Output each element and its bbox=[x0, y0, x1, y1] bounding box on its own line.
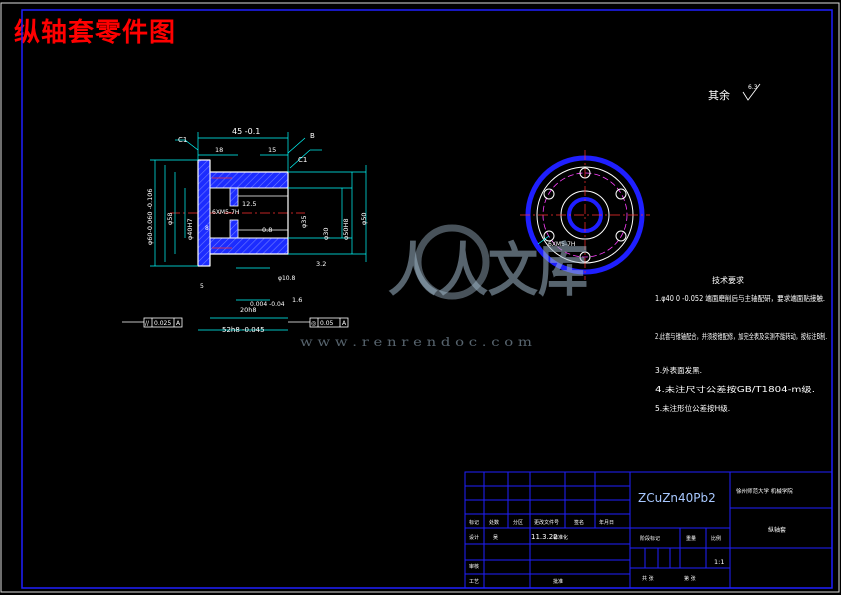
roughness-symbol bbox=[742, 83, 761, 101]
tech-item-5: 5.未注形位公差按H级. bbox=[655, 403, 730, 413]
label-zone: 分区 bbox=[513, 519, 523, 526]
tol-left-val: 0.025 bbox=[154, 320, 171, 327]
ra-2: 0.8 bbox=[262, 226, 272, 234]
tol-right-sym: ◎ bbox=[311, 320, 316, 327]
inner-frame bbox=[21, 9, 833, 589]
chamfer-label-1: C1 bbox=[178, 136, 187, 144]
dim-d1: φ60-0.060 -0.106 bbox=[146, 188, 154, 245]
tol-left-sym: // bbox=[145, 320, 150, 327]
label-weight: 重量 bbox=[686, 535, 696, 542]
tol-right-val: 0.05 bbox=[320, 320, 334, 327]
tolerance-frame-left: // 0.025 A bbox=[122, 317, 183, 328]
dim-d6: φ35 bbox=[300, 215, 308, 228]
label-sheet-no: 第 张 bbox=[684, 575, 696, 582]
label-count: 处数 bbox=[489, 519, 499, 526]
note-s: 0.004 -0.04 bbox=[250, 301, 285, 308]
note-d: φ10.8 bbox=[278, 275, 296, 282]
dim-d3: φ50 bbox=[360, 212, 368, 225]
dim-d2: φ58 bbox=[166, 212, 174, 225]
dim-15: 15 bbox=[268, 146, 276, 154]
dim-8: 8 bbox=[205, 225, 209, 232]
watermark: 人人文库 w w w . r e n r e n d o c . c o m bbox=[300, 224, 588, 349]
label-approve: 批准 bbox=[553, 578, 563, 585]
label-standardize: 标准化 bbox=[553, 534, 568, 541]
end-view: 6XM5-7H bbox=[520, 150, 650, 280]
tech-heading: 技术要求 bbox=[712, 275, 744, 285]
watermark-cn: 人人文库 bbox=[388, 236, 588, 304]
label-sheet-total: 共 张 bbox=[642, 575, 654, 582]
dimension-lines bbox=[150, 132, 367, 331]
end-view-thread-label: 6XM5-7H bbox=[548, 241, 575, 248]
title-block-scale: 1:1 bbox=[714, 558, 724, 566]
section-view bbox=[170, 159, 305, 267]
section-label-b: B bbox=[310, 132, 315, 140]
tech-item-2: 2.此套与锥轴配合，并须按锥配修，加完全表及实测不能转动，按标注B制. bbox=[655, 331, 827, 341]
dim-d5: φ40H7 bbox=[186, 218, 194, 240]
label-process: 工艺 bbox=[469, 579, 479, 585]
label-review: 审核 bbox=[469, 563, 479, 570]
label-mark: 标记 bbox=[469, 519, 479, 526]
ra-3: 3.2 bbox=[316, 260, 326, 268]
title-block-material: ZCuZn40Pb2 bbox=[638, 491, 716, 505]
dim-thread: 6XM5-7H bbox=[212, 209, 239, 216]
title-block bbox=[464, 471, 833, 589]
dim-18: 18 bbox=[215, 146, 223, 154]
drawing-title: 纵轴套零件图 bbox=[14, 18, 177, 48]
dim-52: 52h8 -0.045 bbox=[222, 326, 265, 334]
tolerance-frame-right: ◎ 0.05 A bbox=[288, 317, 349, 328]
dim-5: 5 bbox=[200, 283, 204, 290]
tol-left-ref: A bbox=[176, 320, 181, 327]
label-change-doc: 更改文件号 bbox=[534, 519, 559, 526]
label-design: 设计 bbox=[469, 534, 479, 541]
title-block-school: 徐州师范大学 机械学院 bbox=[736, 487, 793, 495]
ra-1: 12.5 bbox=[242, 200, 256, 208]
tech-item-3: 3.外表面发黑. bbox=[655, 365, 702, 375]
tol-right-ref: A bbox=[342, 320, 347, 327]
tech-item-4: 4.未注尺寸公差按GB/T1804-m级. bbox=[655, 384, 815, 394]
title-block-part-name: 纵轴套 bbox=[768, 526, 786, 534]
ra-4: 1.6 bbox=[292, 296, 302, 304]
chamfer-label-2: C1 bbox=[298, 156, 307, 164]
surface-note-label: 其余 bbox=[708, 88, 730, 102]
label-ymd: 年月日 bbox=[599, 519, 614, 526]
label-stage-mark: 阶段标记 bbox=[640, 535, 660, 542]
title-block-designer: 吴 bbox=[493, 535, 498, 541]
dim-20: 20h8 bbox=[240, 306, 257, 314]
surface-note-value: 6.3 bbox=[748, 84, 758, 91]
tech-item-1: 1.φ40 0 -0.052 端面磨削后与主轴配研，要求端面贴接触. bbox=[655, 293, 825, 303]
dim-d7: φ30 bbox=[322, 227, 330, 240]
label-scale: 比例 bbox=[711, 535, 721, 542]
dim-d4: φ50H8 bbox=[342, 218, 350, 240]
label-sign: 签名 bbox=[574, 519, 584, 526]
tech-requirements: 技术要求 1.φ40 0 -0.052 端面磨削后与主轴配研，要求端面贴接触. … bbox=[655, 275, 827, 413]
title-block-date: 11.3.22 bbox=[531, 533, 558, 541]
dim-overall-length: 45 -0.1 bbox=[232, 127, 260, 136]
watermark-url: w w w . r e n r e n d o c . c o m bbox=[300, 335, 533, 349]
